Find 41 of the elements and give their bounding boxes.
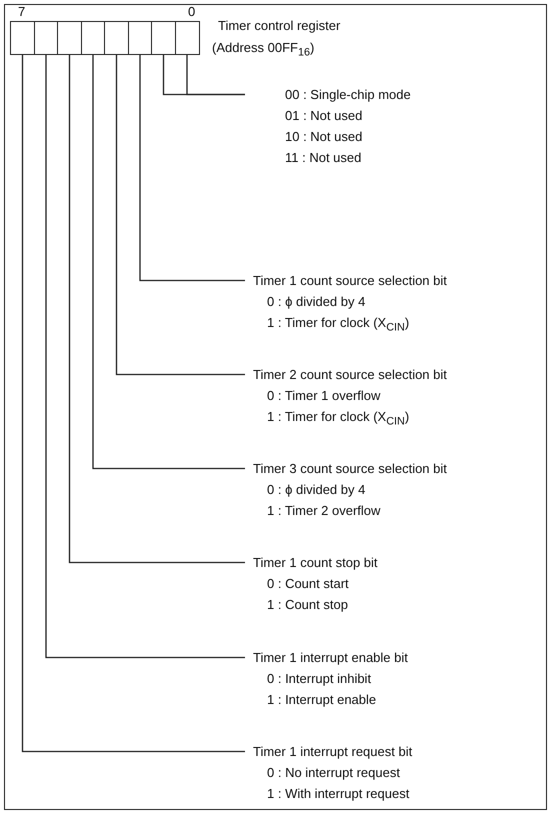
register-name: Timer control register [218, 18, 340, 33]
bit-setting: 1 : Interrupt enable [267, 691, 378, 709]
bit-cell [174, 21, 200, 55]
bit-setting: 1 : Timer for clock (X$_{CIN}$) [267, 314, 410, 336]
bit-setting: 1 : Timer for clock (X$_{CIN}$) [267, 408, 410, 430]
bit-setting: 0 : ϕ divided by 4 [267, 481, 366, 499]
bit-cell [151, 21, 176, 55]
bit-name: Timer 3 count source selection bit [253, 460, 447, 478]
bit-cell [34, 21, 58, 55]
bit-name: Timer 1 interrupt enable bit [253, 649, 408, 667]
bit-setting: 1 : Timer 2 overflow [267, 502, 382, 520]
bit-cell [10, 21, 35, 55]
bit-name: Timer 1 interrupt request bit [253, 743, 412, 761]
leader-line [92, 55, 245, 470]
bit-setting: 1 : With interrupt request [267, 785, 410, 803]
bit-setting: 0 : No interrupt request [267, 764, 401, 782]
bit-setting: 0 : Interrupt inhibit [267, 670, 372, 688]
bit-number: 7 [18, 4, 26, 19]
bit-name: Timer 1 count source selection bit [253, 272, 447, 290]
leader-line [116, 55, 245, 376]
leader-line [45, 55, 245, 658]
bit-number: 0 [188, 4, 196, 19]
bit-setting: 11 : Not used [285, 149, 362, 167]
register-address: (Address 00FF$_{16}$) [212, 40, 314, 59]
bit-setting: 0 : Timer 1 overflow [267, 387, 382, 405]
leader-line [139, 55, 245, 282]
bit-cell [104, 21, 129, 55]
bit-setting: 01 : Not used [285, 107, 364, 125]
leader-line [68, 55, 245, 564]
leader-line [162, 55, 245, 96]
bit-setting: 1 : Count stop [267, 596, 349, 614]
bit-setting: 10 : Not used [285, 128, 364, 146]
bit-cell [80, 21, 106, 55]
bit-name: Timer 2 count source selection bit [253, 366, 447, 384]
bit-cell [128, 21, 152, 55]
bit-setting: 0 : ϕ divided by 4 [267, 293, 366, 311]
bit-cell [57, 21, 82, 55]
bit-name: Timer 1 count stop bit [253, 554, 378, 572]
bit-setting: 00 : Single-chip mode [285, 86, 411, 104]
bit-setting: 0 : Count start [267, 575, 350, 593]
leader-line [22, 55, 245, 752]
